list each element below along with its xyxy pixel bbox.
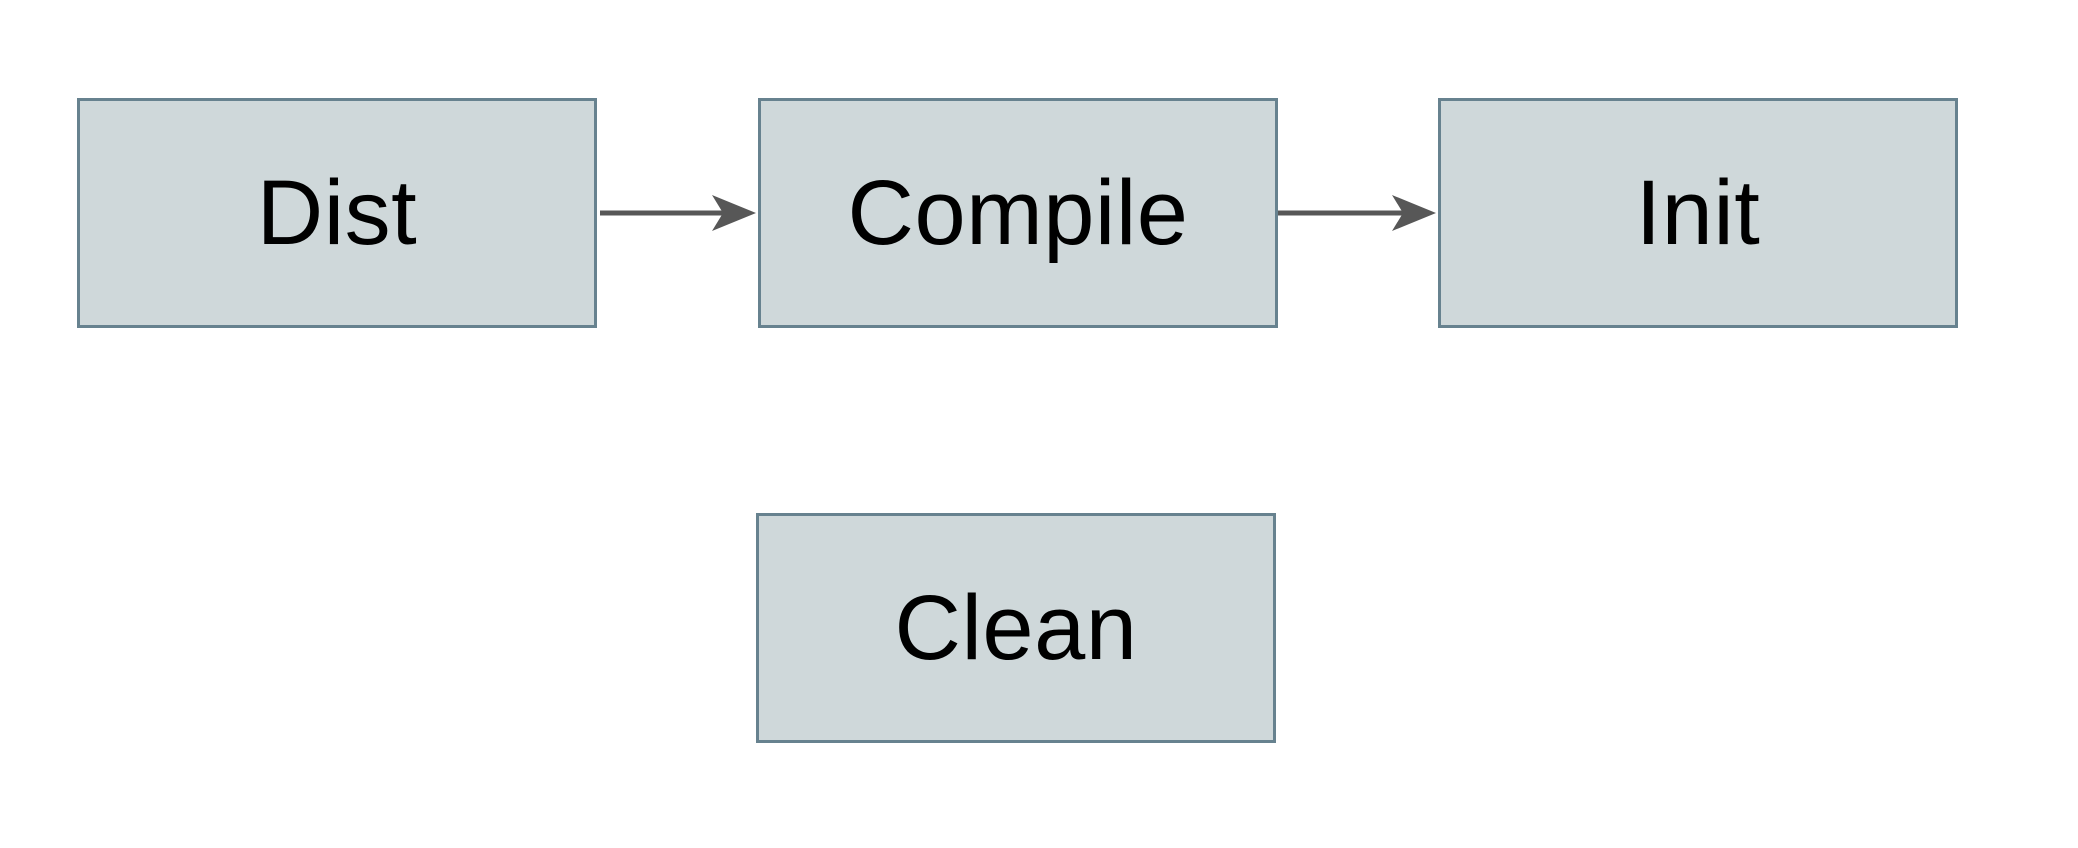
arrow-dist-to-compile [600, 195, 756, 231]
arrow-compile-to-init [1278, 195, 1436, 231]
node-clean: Clean [756, 513, 1276, 743]
arrow-compile-to-init-head-icon [1392, 195, 1436, 231]
node-compile: Compile [758, 98, 1278, 328]
node-init: Init [1438, 98, 1958, 328]
node-dist: Dist [77, 98, 597, 328]
node-clean-label: Clean [894, 576, 1138, 679]
node-init-label: Init [1635, 161, 1761, 264]
node-compile-label: Compile [847, 161, 1189, 264]
arrow-dist-to-compile-head-icon [712, 195, 756, 231]
node-dist-label: Dist [256, 161, 418, 264]
